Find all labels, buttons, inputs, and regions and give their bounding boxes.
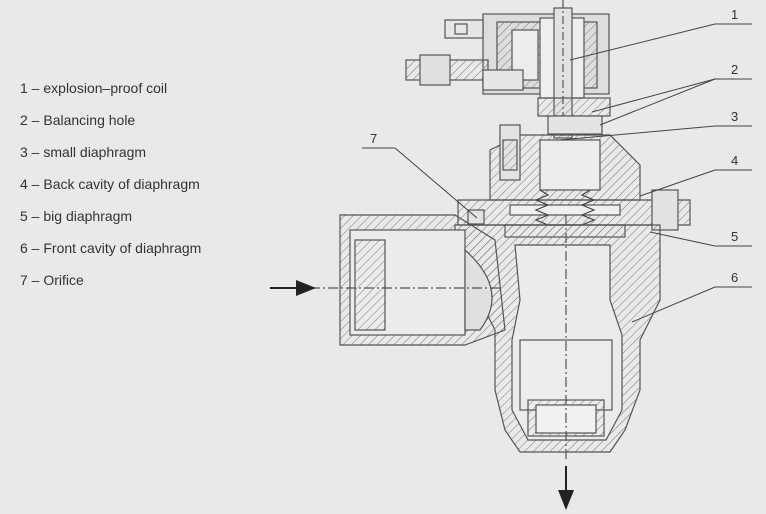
flow-arrows	[270, 280, 574, 510]
callout-labels: 1 2 3 4 5 6 7	[370, 7, 738, 285]
legend-item-6: 6 – Front cavity of diaphragm	[20, 240, 202, 256]
callout-3: 3	[731, 109, 738, 124]
callout-6: 6	[731, 270, 738, 285]
legend: 1 – explosion–proof coil 2 – Balancing h…	[20, 72, 201, 296]
legend-item-5: 5 – big diaphragm	[20, 208, 133, 224]
valve-bonnet	[457, 124, 691, 238]
callout-4: 4	[731, 153, 738, 168]
callouts	[362, 23, 752, 323]
callout-2: 2	[731, 62, 738, 77]
legend-item-7: 7 – Orifice	[20, 272, 84, 288]
legend-item-4: 4 – Back cavity of diaphragm	[20, 176, 200, 192]
inlet-fitting	[310, 214, 506, 346]
legend-item-2: 2 – Balancing hole	[20, 112, 136, 128]
callout-7: 7	[370, 131, 377, 146]
coil-assembly	[405, 0, 611, 160]
callout-5: 5	[731, 229, 738, 244]
legend-item-3: 3 – small diaphragm	[20, 144, 147, 160]
valve-body	[454, 215, 661, 460]
legend-item-1: 1 – explosion–proof coil	[20, 80, 168, 96]
callout-1: 1	[731, 7, 738, 22]
